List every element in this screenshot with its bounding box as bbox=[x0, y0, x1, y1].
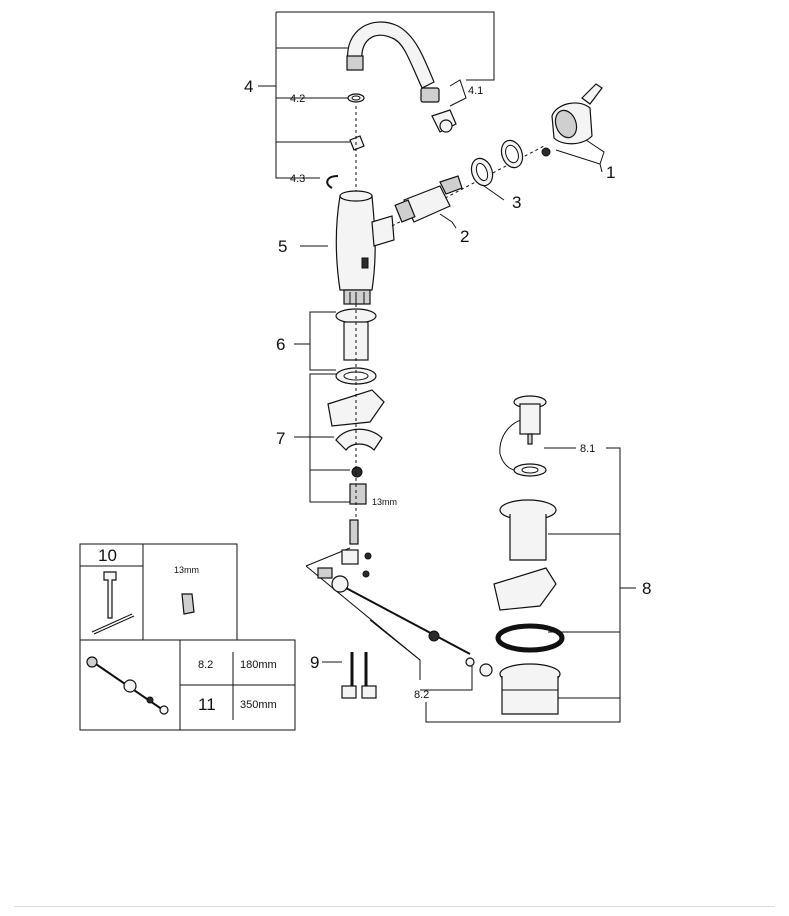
callout-4-1: 4.1 bbox=[468, 85, 483, 97]
retaining-ring bbox=[326, 175, 339, 189]
mounting-kit bbox=[294, 304, 385, 520]
callout-6: 6 bbox=[276, 335, 285, 354]
callout-3: 3 bbox=[512, 193, 521, 212]
flex-hoses bbox=[322, 652, 377, 699]
ring-2 bbox=[500, 139, 524, 169]
tool-number: 10 bbox=[98, 546, 117, 565]
lever-handle bbox=[541, 83, 605, 173]
inset-panel: 10 13mm 8.2 180mm 11 350mm bbox=[79, 543, 296, 731]
callout-8: 8 bbox=[642, 579, 651, 598]
clip bbox=[349, 135, 365, 151]
ring-3 bbox=[470, 157, 505, 201]
seal-ring bbox=[495, 623, 565, 653]
linkage-rod-icon bbox=[86, 656, 169, 715]
callout-4: 4 bbox=[244, 77, 253, 96]
spout-thread bbox=[346, 55, 364, 71]
spout-assembly bbox=[258, 11, 495, 196]
linkage-rod bbox=[305, 519, 493, 691]
callout-5: 5 bbox=[278, 237, 287, 256]
callout-1: 1 bbox=[606, 163, 615, 182]
footer-divider bbox=[14, 906, 775, 907]
callout-4-2: 4.2 bbox=[290, 93, 305, 105]
callout-8-2: 8.2 bbox=[414, 689, 429, 701]
popup-waste bbox=[425, 395, 636, 723]
table-row-1-length: 180mm bbox=[240, 659, 277, 671]
tool-size: 13mm bbox=[174, 565, 199, 575]
cartridge bbox=[391, 145, 545, 229]
table-row-1-part: 8.2 bbox=[198, 659, 213, 671]
callout-8-1: 8.1 bbox=[580, 443, 595, 455]
aerator bbox=[420, 79, 467, 133]
mixer-body bbox=[300, 190, 395, 305]
callout-9: 9 bbox=[310, 653, 319, 672]
table-row-2-length: 350mm bbox=[240, 699, 277, 711]
callout-4-3: 4.3 bbox=[290, 173, 305, 185]
callout-7: 7 bbox=[276, 429, 285, 448]
table-row-2-part: 11 bbox=[198, 695, 216, 714]
spout bbox=[347, 21, 435, 89]
nut-socket-icon bbox=[181, 593, 195, 615]
wrench-tool-icon bbox=[91, 571, 135, 635]
callout-2: 2 bbox=[460, 227, 469, 246]
nut-size-label: 13mm bbox=[372, 497, 397, 507]
